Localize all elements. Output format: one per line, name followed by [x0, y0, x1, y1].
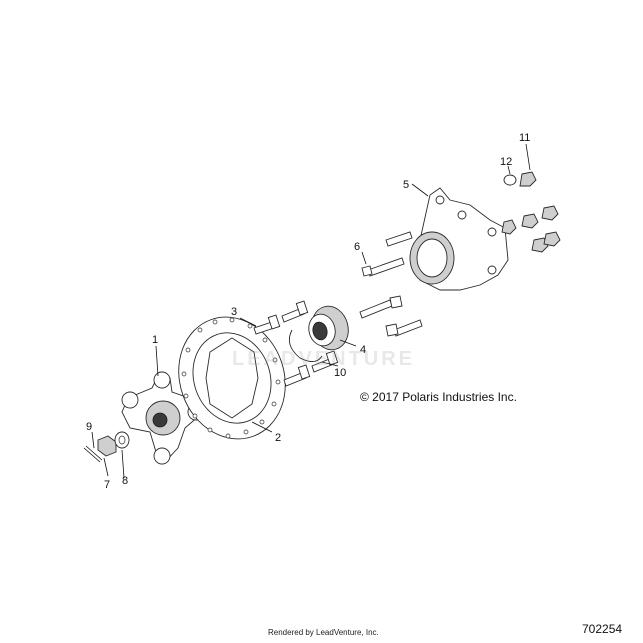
diagram-number: 702254: [582, 622, 623, 636]
brake-disc[interactable]: [162, 302, 302, 454]
leader-lines: [91, 143, 531, 479]
axle-nut[interactable]: [97, 435, 117, 457]
disc-holes: [181, 317, 281, 439]
washer[interactable]: [114, 431, 130, 449]
callout-1: 1: [152, 334, 158, 346]
rendered-by-credit: Rendered by LeadVenture, Inc.: [268, 628, 379, 637]
disc-bolts[interactable]: [253, 300, 339, 387]
snap-ring[interactable]: [288, 329, 323, 362]
knuckle-bolts[interactable]: [359, 231, 423, 337]
wheel-bearing[interactable]: [305, 302, 353, 354]
callout-7: 7: [104, 479, 110, 491]
copyright-notice: © 2017 Polaris Industries Inc.: [360, 390, 517, 404]
watermark: LEADVENTURE: [232, 348, 416, 370]
cotter-pin[interactable]: [83, 445, 103, 463]
callout-9: 9: [86, 421, 92, 433]
callout-2: 2: [275, 432, 281, 444]
steering-knuckle[interactable]: [409, 187, 509, 291]
callout-11: 11: [519, 132, 530, 144]
callout-8: 8: [122, 475, 128, 487]
callout-4: 4: [360, 344, 366, 356]
callout-5: 5: [403, 179, 409, 191]
callout-12: 12: [500, 156, 512, 168]
callout-6: 6: [354, 241, 360, 253]
callout-10: 10: [334, 367, 346, 379]
hardware-nuts[interactable]: [501, 171, 561, 253]
callout-3: 3: [231, 306, 237, 318]
